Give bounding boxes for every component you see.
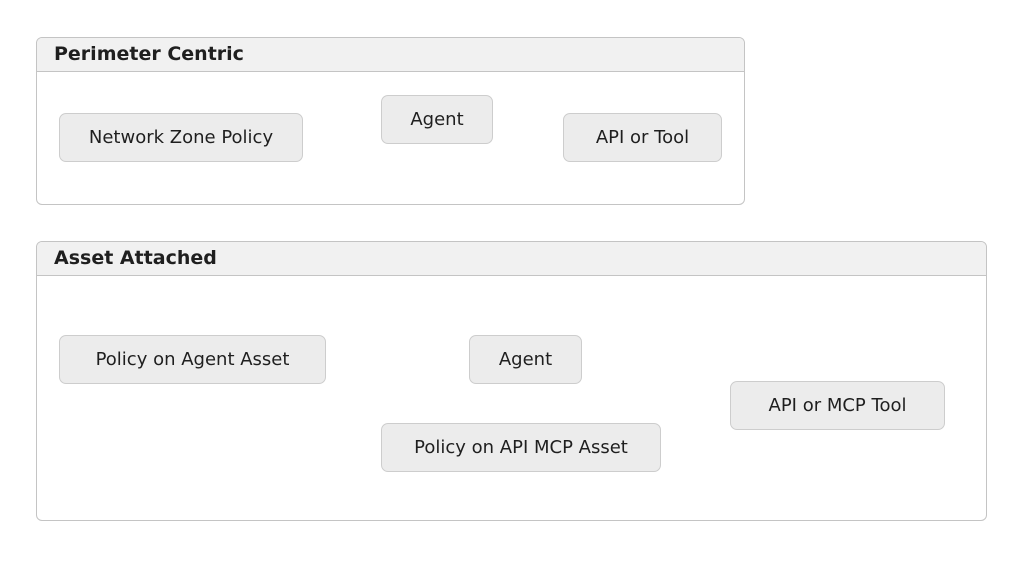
api-or-tool-node: API or Tool [563, 113, 722, 162]
agent-node: Agent [381, 95, 493, 144]
panel-title: Asset Attached [37, 242, 986, 276]
policy-on-api-mcp-asset-node: Policy on API MCP Asset [381, 423, 661, 472]
panel-title: Perimeter Centric [37, 38, 744, 72]
network-zone-policy-node: Network Zone Policy [59, 113, 303, 162]
api-or-mcp-tool-node: API or MCP Tool [730, 381, 945, 430]
agent-node: Agent [469, 335, 582, 384]
policy-on-agent-asset-node: Policy on Agent Asset [59, 335, 326, 384]
